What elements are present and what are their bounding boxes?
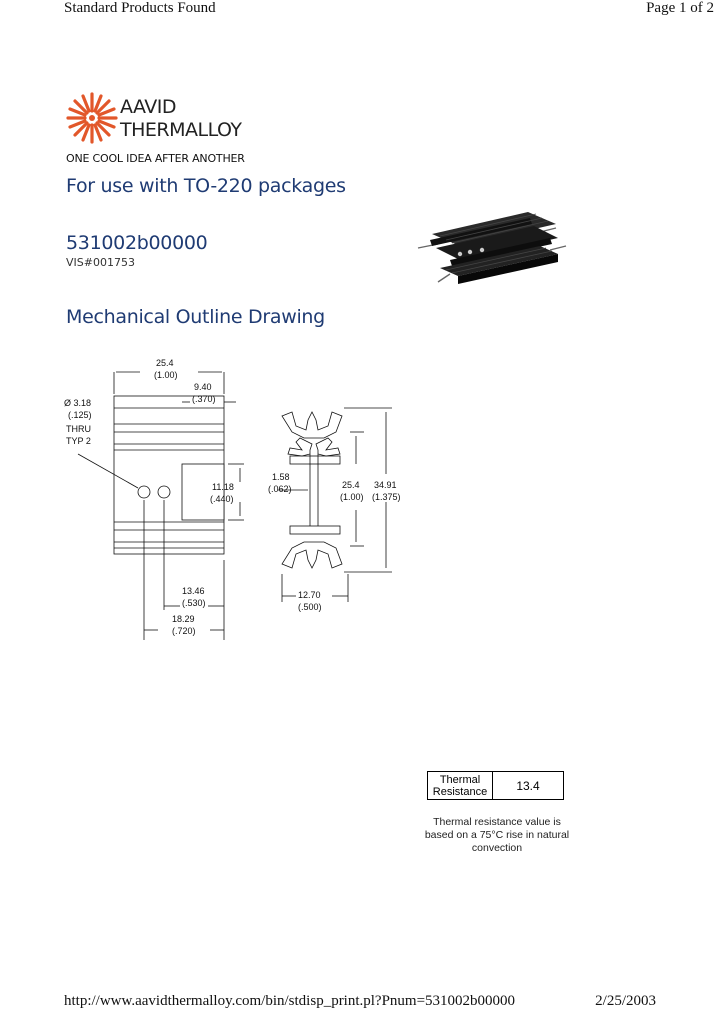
logo-brand-line1: AAVID <box>120 96 177 118</box>
dim-height-mm: 34.91 <box>374 480 397 490</box>
dim-offset-mm: 9.40 <box>194 382 212 392</box>
dim-depth-mm: 12.70 <box>298 590 321 600</box>
thermal-note-line3: convection <box>471 842 523 854</box>
dim-inner-in: (1.00) <box>340 492 364 502</box>
dim-width-mm: 25.4 <box>156 358 174 368</box>
dim-hole2-mm: 18.29 <box>172 614 195 624</box>
thermal-note-line1: Thermal resistance value is <box>433 816 561 828</box>
starburst-logo-icon <box>66 92 118 144</box>
part-number: 531002b00000 <box>66 232 208 254</box>
dim-hole-dia-in: (.125) <box>68 410 92 420</box>
dim-depth-in: (.500) <box>298 602 322 612</box>
dim-hole-note-typ: TYP 2 <box>66 436 91 446</box>
dim-hole1-mm: 13.46 <box>182 586 205 596</box>
dim-hole2-in: (.720) <box>172 626 196 636</box>
thermal-label-line2: Resistance <box>432 785 488 798</box>
dim-offset-in: (.370) <box>192 394 216 404</box>
logo-tagline: ONE COOL IDEA AFTER ANOTHER <box>66 152 245 165</box>
page-number: Page 1 of 2 <box>646 0 714 16</box>
heatsink-product-photo <box>417 212 567 284</box>
logo-brand-line2: THERMALLOY <box>120 119 242 141</box>
dim-hole-dia-mm: Ø 3.18 <box>64 398 91 408</box>
print-header-title: Standard Products Found <box>64 0 216 16</box>
dim-slot-in: (.440) <box>210 494 234 504</box>
thermal-note: Thermal resistance value is based on a 7… <box>410 816 584 855</box>
thermal-value: 13.4 <box>492 771 564 800</box>
print-footer-date: 2/25/2003 <box>595 993 656 1009</box>
dim-hole1-in: (.530) <box>182 598 206 608</box>
dim-base-mm: 1.58 <box>272 472 290 482</box>
thermal-note-line2: based on a 75°C rise in natural <box>424 829 570 841</box>
dim-base-in: (.062) <box>268 484 292 494</box>
mechanical-outline-drawing: 25.4 (1.00) 9.40 (.370) Ø 3.18 (.125) TH… <box>64 358 401 640</box>
dim-height-in: (1.375) <box>372 492 401 502</box>
dim-inner-mm: 25.4 <box>342 480 360 490</box>
print-footer-url: http://www.aavidthermalloy.com/bin/stdis… <box>64 993 516 1009</box>
dim-width-in: (1.00) <box>154 370 178 380</box>
dim-slot-mm: 11.18 <box>212 482 234 492</box>
thermal-resistance-table: Thermal Resistance 13.4 <box>427 771 564 800</box>
package-heading: For use with TO-220 packages <box>66 175 346 197</box>
drawing-heading: Mechanical Outline Drawing <box>66 306 325 328</box>
vis-number: VIS#001753 <box>66 256 135 269</box>
thermal-label-cell: Thermal Resistance <box>427 771 493 800</box>
thermal-label-line1: Thermal <box>439 773 481 786</box>
dim-hole-note-thru: THRU <box>66 424 91 434</box>
